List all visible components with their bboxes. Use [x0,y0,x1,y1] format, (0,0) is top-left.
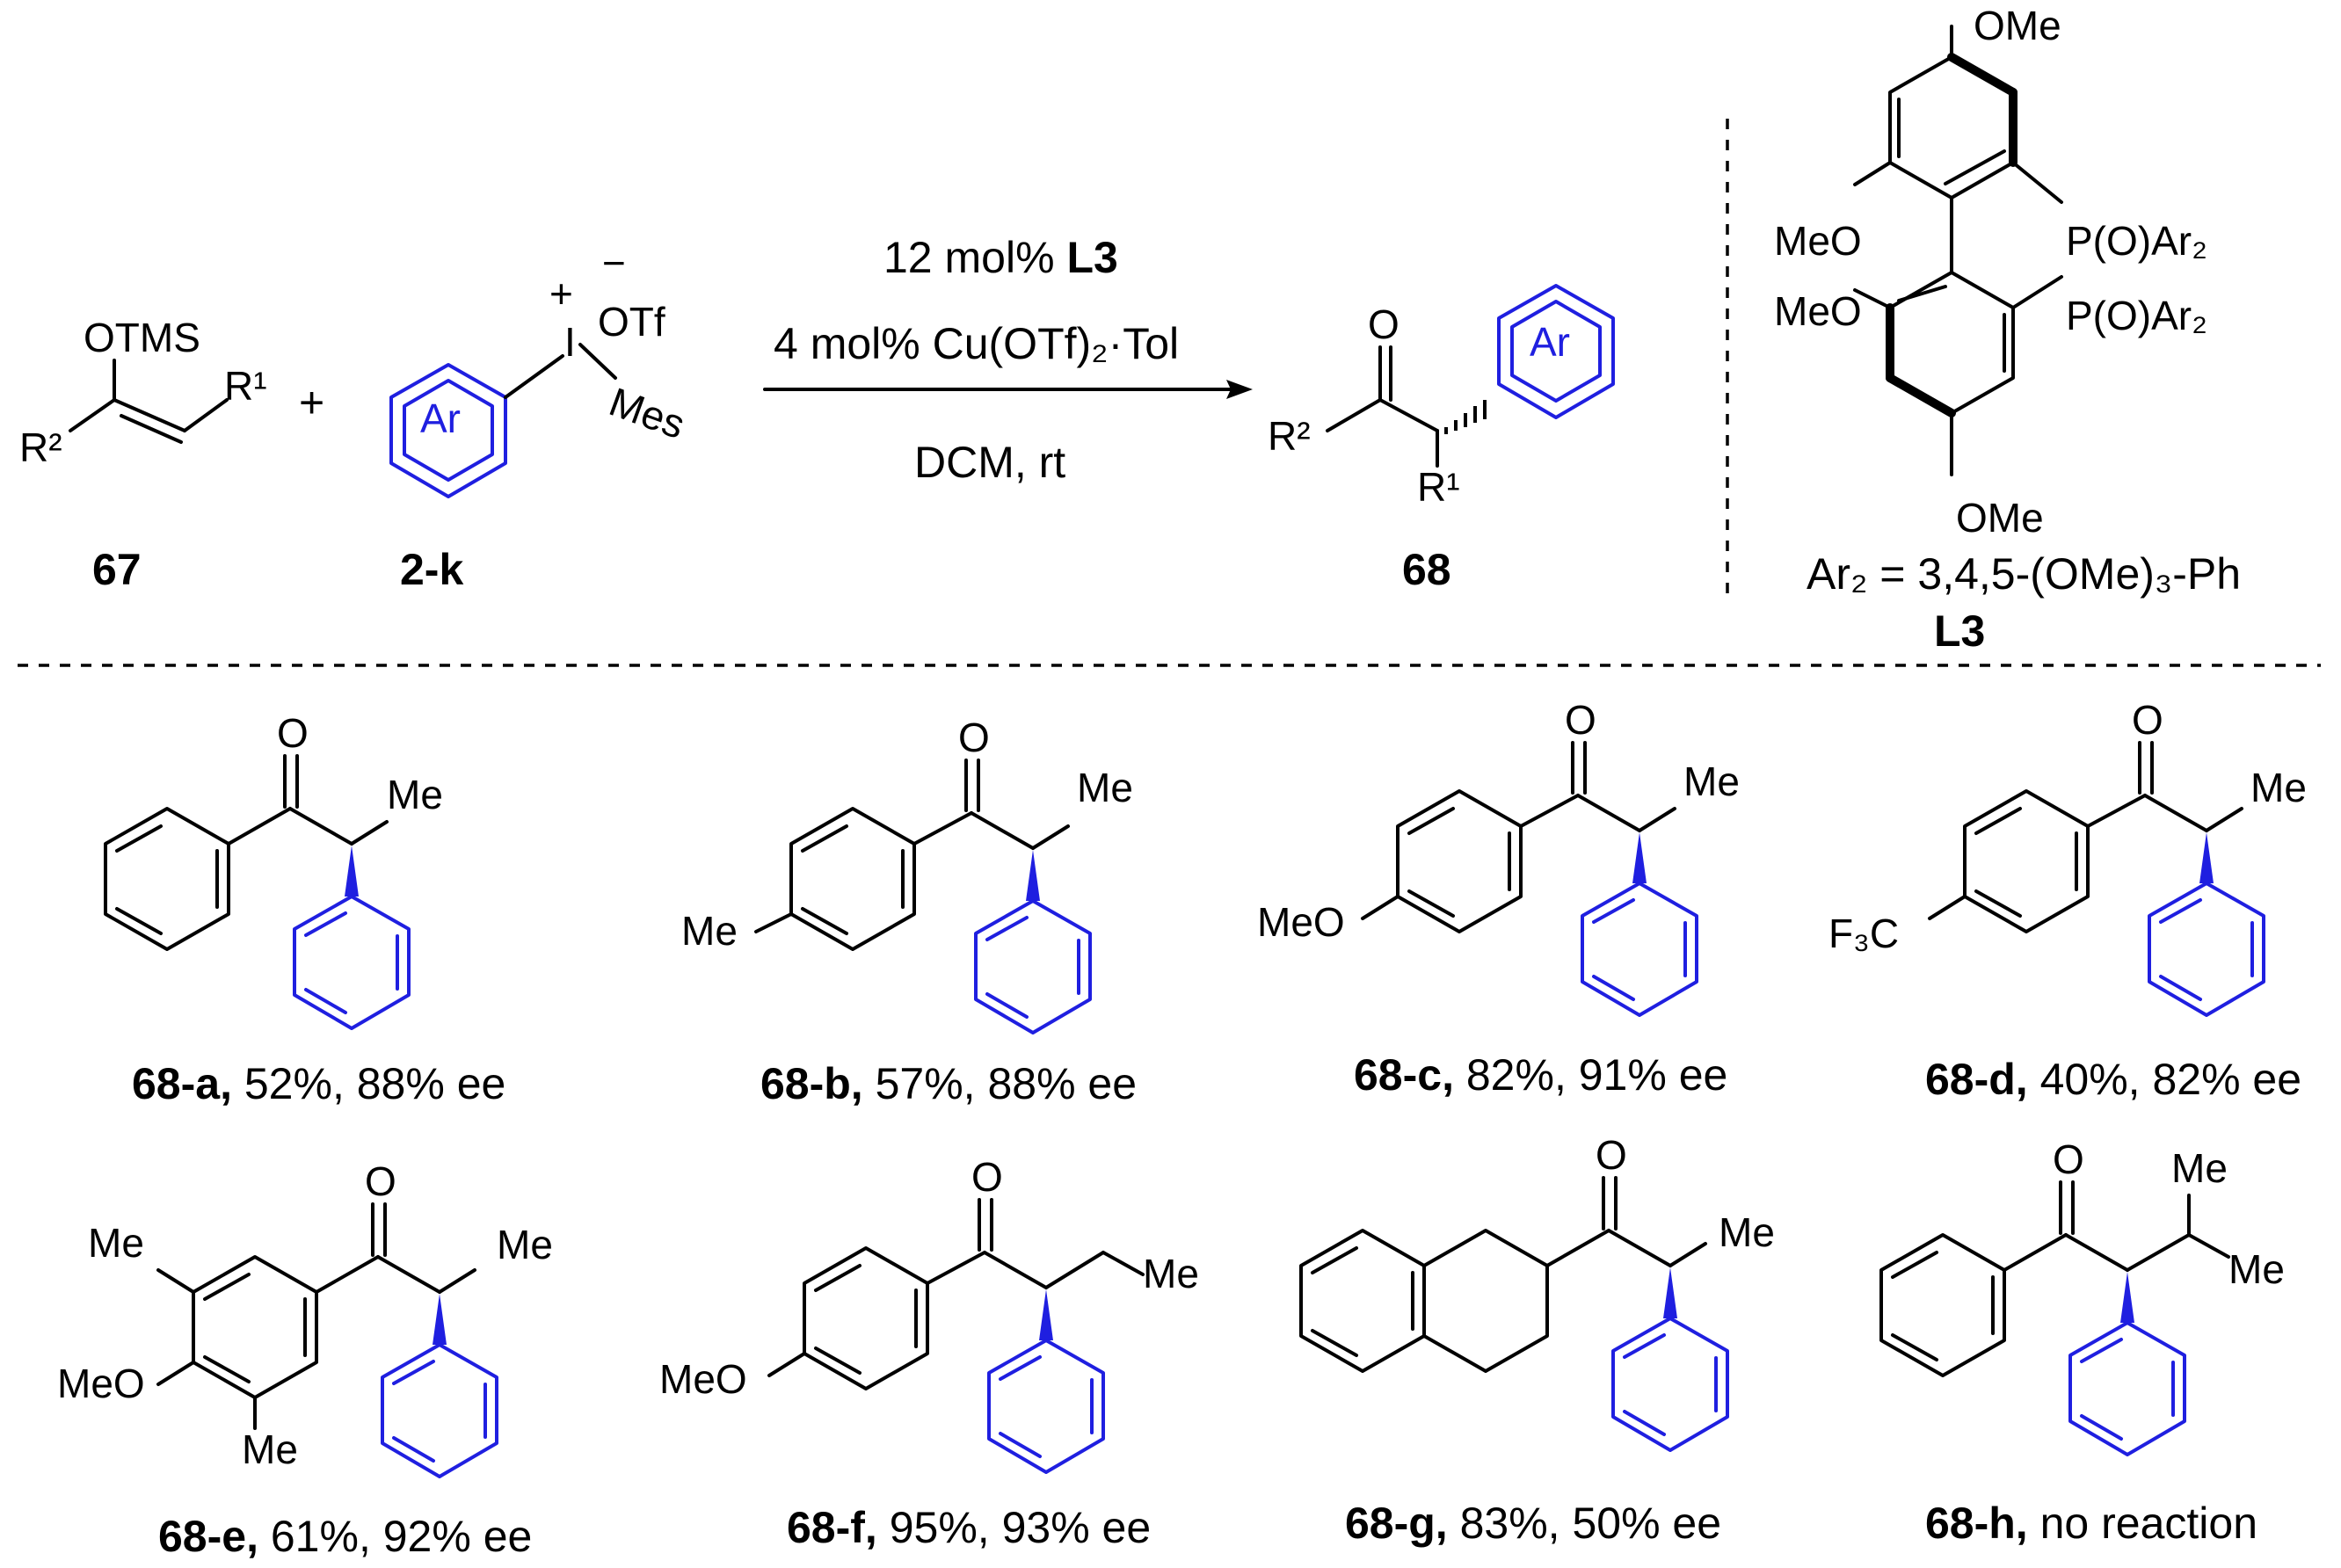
ar-ring-label: Ar [420,396,461,441]
68-b-me-para: Me [681,908,738,954]
68-f-meo: MeO [659,1356,747,1402]
substrate-68-a: O Me 68-a, 52%, 88% ee [104,710,505,1108]
68-f-caption: 68-f, 95%, 93% ee [787,1503,1151,1552]
68-e-me-bottom: Me [242,1426,298,1472]
conditions-line-1: 12 mol% L3 [883,233,1118,282]
ligand-ome-bottom: OMe [1956,495,2044,541]
68-a-o: O [277,710,309,756]
68-c-meo: MeO [1257,899,1345,945]
68-h-me-top: Me [2171,1145,2228,1191]
68-e-o: O [365,1158,396,1204]
68-f-me: Me [1143,1251,1199,1296]
68-e-me: Me [497,1222,553,1267]
substrate-68-f: MeO O Me 68-f, 95%, 93% ee [659,1154,1199,1552]
ligand-po-upper: P(O)Ar₂ [2066,218,2207,264]
68-b-me: Me [1077,765,1133,810]
otms-label: OTMS [84,315,200,360]
substrate-68-c: MeO O Me 68-c, 82%, 91% ee [1257,697,1740,1100]
68-a-caption: 68-a, 52%, 88% ee [132,1059,505,1108]
product-r2-label: R² [1268,413,1311,459]
68-b-caption: 68-b, 57%, 88% ee [760,1059,1137,1108]
68-e-meo: MeO [57,1361,145,1406]
substrate-68-h: O Me Me 68-h, no reaction [1879,1136,2285,1548]
68-h-o: O [2053,1136,2084,1182]
68-f-o: O [971,1154,1003,1200]
product-ar-label: Ar [1530,319,1570,365]
compound-68-label: 68 [1402,545,1451,594]
r2-label: R² [19,425,62,470]
product-68: O R² R¹ Ar 68 [1268,284,1615,594]
compound-2-k-label: 2-k [400,545,463,594]
68-h-caption: 68-h, no reaction [1925,1499,2257,1548]
ligand-l3: OMe MeO P(O)Ar₂ MeO P(O)Ar₂ OMe Ar₂ = 3,… [1774,3,2241,656]
product-r1-label: R¹ [1417,464,1460,510]
substrate-68-g: O Me 68-g, 83%, 50% ee [1299,1132,1775,1548]
ligand-label: L3 [1934,606,1985,656]
68-d-me: Me [2250,765,2307,810]
68-e-me-top: Me [88,1220,144,1266]
substrate-68-d: F₃C O Me 68-d, 40%, 82% ee [1828,697,2307,1104]
68-c-o: O [1565,697,1596,743]
68-b-o: O [958,715,990,760]
68-g-o: O [1596,1132,1627,1178]
68-g-me: Me [1719,1209,1775,1255]
68-c-me: Me [1683,759,1740,804]
reaction-arrow [763,380,1253,399]
68-d-f3c: F₃C [1828,911,1899,956]
ligand-definition: Ar₂ = 3,4,5-(OMe)₃-Ph [1807,549,2241,599]
68-h-me-side: Me [2228,1246,2285,1292]
reactant-67: OTMS R² R¹ 67 [19,315,267,594]
product-carbonyl-o: O [1368,301,1400,347]
mes-label: Mes [604,379,691,448]
plus-sign: + [299,378,324,427]
68-g-caption: 68-g, 83%, 50% ee [1345,1499,1721,1548]
conditions-line-3: DCM, rt [914,438,1065,487]
68-d-o: O [2132,697,2163,743]
ligand-ome-top: OMe [1974,3,2061,48]
ligand-meo-lower: MeO [1774,288,1862,334]
ligand-meo-upper: MeO [1774,218,1862,264]
68-c-caption: 68-c, 82%, 91% ee [1354,1050,1727,1100]
ligand-po-lower: P(O)Ar₂ [2066,293,2207,338]
iodine-label: I [564,319,576,365]
substrate-68-b: Me O Me 68-b, 57%, 88% ee [681,715,1137,1108]
otf-label: OTf [598,299,665,345]
68-a-me: Me [387,772,443,817]
minus-charge: − [602,240,626,286]
compound-67-label: 67 [92,545,142,594]
r1-label: R¹ [224,363,267,409]
plus-charge: + [549,271,573,316]
68-e-caption: 68-e, 61%, 92% ee [158,1512,532,1561]
68-d-caption: 68-d, 40%, 82% ee [1925,1055,2301,1104]
conditions-line-2: 4 mol% Cu(OTf)₂·Tol [774,319,1179,368]
reactant-2-k: Ar I + − OTf Mes 2-k [389,240,691,594]
substrate-68-e: Me MeO Me O Me 68-e, 61%, 92% ee [57,1158,553,1561]
